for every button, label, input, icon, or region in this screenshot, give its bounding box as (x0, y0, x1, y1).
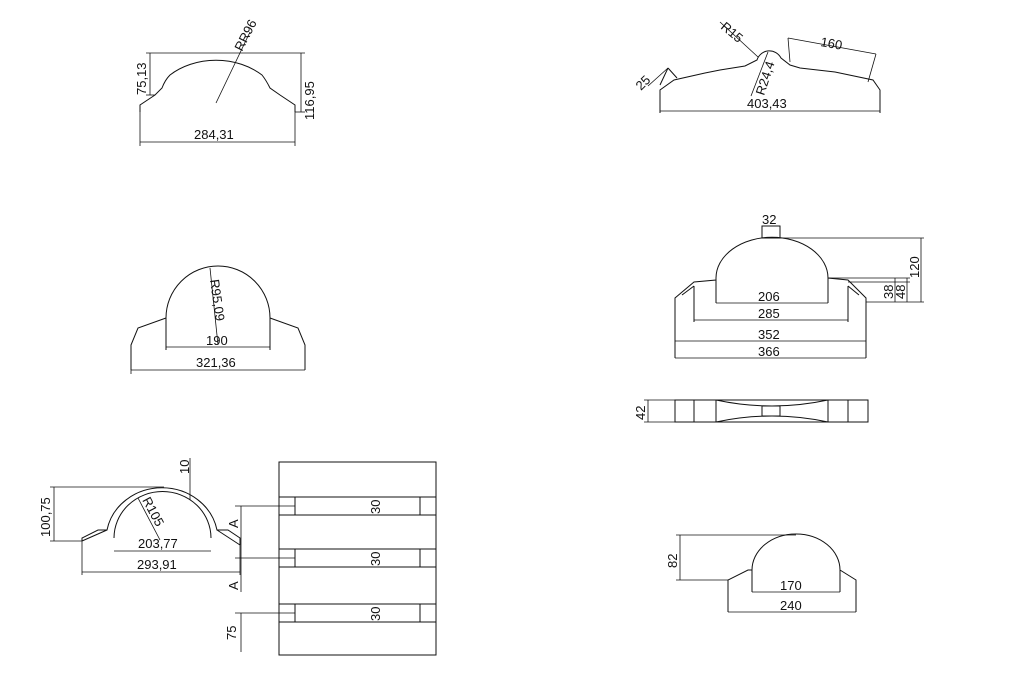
view-bottom-right: 82 170 240 (665, 533, 857, 613)
inner-width-label: 203,77 (138, 536, 178, 551)
radius-leader (750, 51, 769, 97)
view-side: 42 (633, 399, 869, 423)
rib (278, 603, 437, 623)
tab-edge (667, 67, 678, 79)
inner-width-label: 190 (206, 333, 228, 348)
side-outline (674, 399, 869, 423)
dim-352-label: 352 (758, 327, 780, 342)
section-mark-top: A (226, 519, 241, 528)
boss (761, 225, 781, 239)
height-right-label: 116,95 (302, 81, 317, 120)
h-48-label: 48 (893, 285, 908, 299)
dim-285-label: 285 (758, 306, 780, 321)
profile-outline (659, 50, 881, 113)
outer-width-label: 321,36 (196, 355, 236, 370)
dim-line (647, 67, 669, 87)
inner-arch (113, 491, 212, 539)
radius-leader (137, 497, 161, 541)
thickness-label: 10 (177, 460, 192, 474)
radius-leader (719, 21, 759, 58)
inner-outline (693, 286, 849, 322)
ext-line (867, 53, 877, 83)
spacing-label: 75 (224, 626, 239, 640)
chamfer (847, 285, 860, 296)
profile-outline (674, 236, 867, 358)
side-curve (715, 399, 829, 423)
width-label: 284,31 (194, 127, 234, 142)
outer-width-label: 240 (780, 598, 802, 613)
view-bottom-left: 10 R105 100,75 203,77 293,91 (38, 458, 241, 575)
rib (278, 548, 437, 568)
ext-line (787, 37, 791, 63)
boss-label: 32 (762, 212, 776, 227)
view-mid-right: 32 206 285 352 366 120 38 48 (674, 212, 924, 359)
radius-leader (215, 31, 251, 104)
base-line (216, 529, 241, 546)
rib (278, 496, 437, 516)
tab-label: 25 (633, 72, 654, 93)
rib-3-label: 30 (368, 607, 383, 621)
view-mid-left: R95,09 190 321,36 (130, 265, 306, 374)
rib-2-label: 30 (368, 552, 383, 566)
radius-label: R95,09 (207, 278, 228, 322)
radius-large-label: R24,4 (753, 59, 778, 97)
profile-outline (130, 265, 306, 370)
rib-1-label: 30 (368, 500, 383, 514)
profile-outline (81, 487, 241, 545)
plan-frame (278, 461, 437, 656)
radius-leader (209, 267, 219, 346)
view-top-left: RR96 75,13 116,95 284,31 (134, 17, 317, 146)
profile-outline (139, 59, 296, 112)
chamfer (681, 285, 695, 296)
outer-width-label: 293,91 (137, 557, 177, 572)
view-plan: 30 30 30 A A 75 (224, 461, 437, 656)
dim-line (787, 37, 877, 55)
section-mark-bottom: A (226, 581, 241, 590)
view-top-right: R15 R24,4 160 25 403,43 (633, 19, 881, 113)
profile-outline (727, 533, 857, 612)
height-label: 82 (665, 554, 680, 568)
dim-366-label: 366 (758, 344, 780, 359)
height-label: 100,75 (38, 497, 53, 537)
h-38-label: 38 (881, 285, 896, 299)
inner-width-label: 170 (780, 578, 802, 593)
height-label: 42 (633, 406, 648, 420)
radius-label: R105 (139, 494, 167, 528)
base-line (81, 529, 108, 542)
length-label: 160 (819, 34, 843, 53)
dim-206-label: 206 (758, 289, 780, 304)
overall-label: 403,43 (747, 96, 787, 111)
h-120-label: 120 (907, 256, 922, 278)
tab-edge (659, 67, 669, 86)
height-left-label: 75,13 (134, 62, 149, 95)
radius-label: RR96 (231, 17, 259, 53)
side-boss (761, 405, 781, 417)
